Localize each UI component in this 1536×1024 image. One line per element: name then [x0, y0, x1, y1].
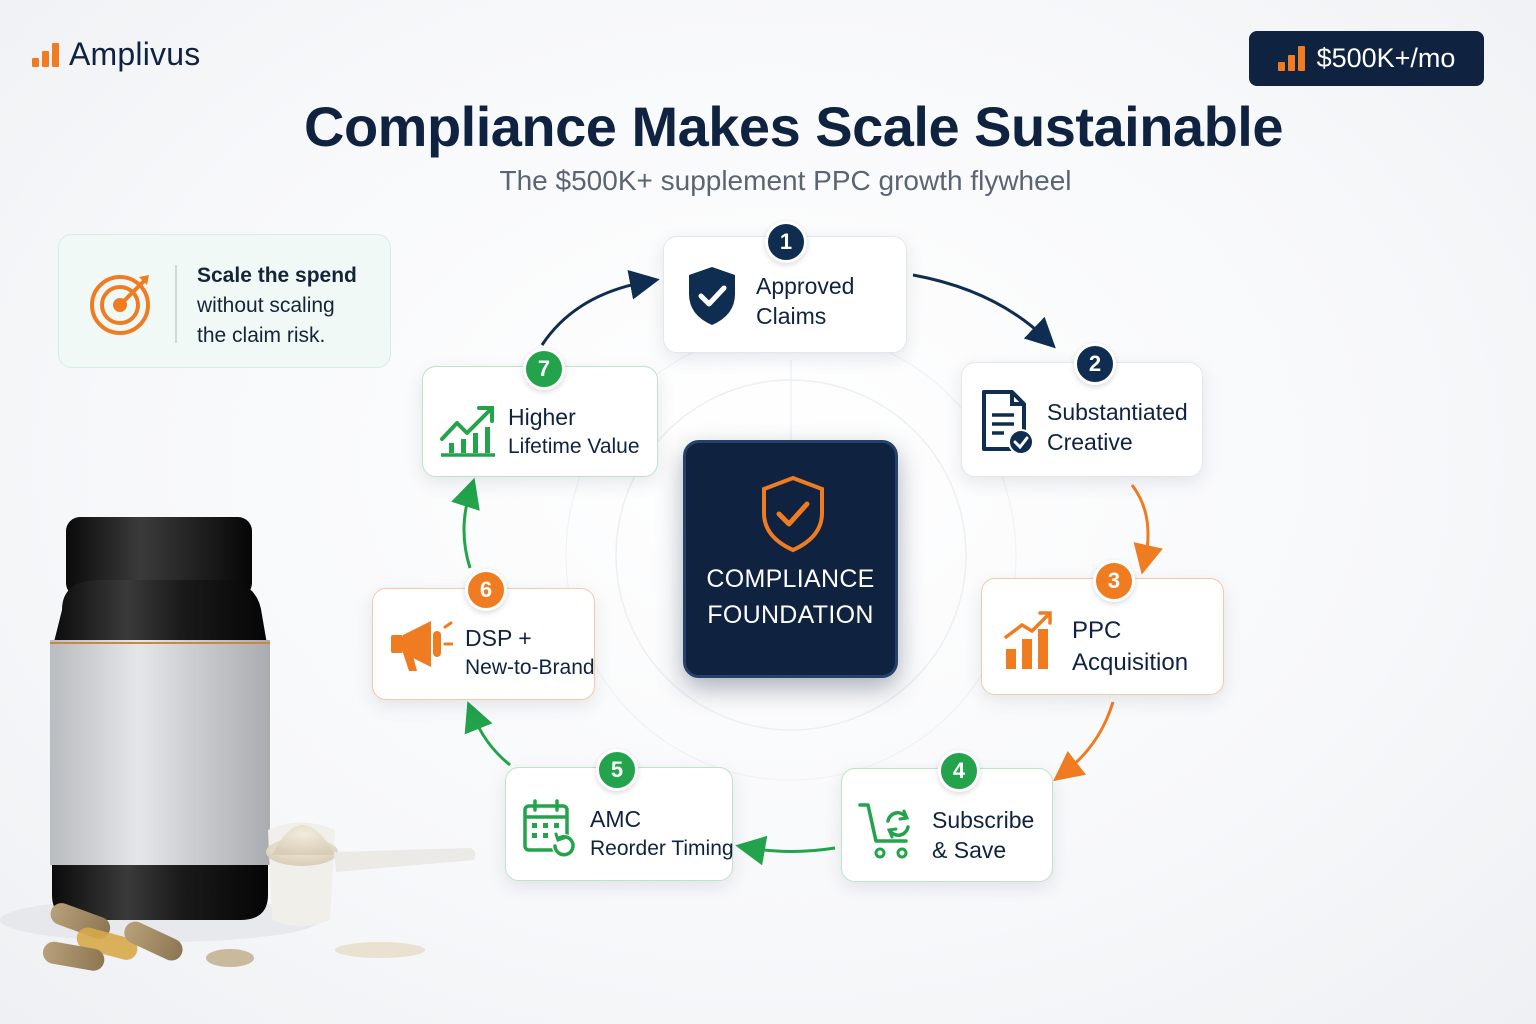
step-3-number: 3	[1093, 560, 1135, 602]
step-6-number: 6	[465, 569, 507, 611]
arrow-7-to-1	[540, 269, 660, 346]
brand-logo[interactable]: Amplivus	[32, 36, 200, 73]
step-5-label: AMC Reorder Timing	[590, 804, 734, 864]
step-1-line-2: Claims	[756, 303, 827, 329]
revenue-badge-label: $500K+/mo	[1316, 43, 1456, 73]
step-1-label: Approved Claims	[756, 271, 854, 331]
step-2-label: Substantiated Creative	[1047, 397, 1188, 457]
arrow-2-to-3	[1130, 484, 1163, 575]
arrow-5-to-6	[464, 701, 511, 767]
step-2-number: 2	[1074, 343, 1116, 385]
step-6-label: DSP + New-to-Brand	[465, 623, 595, 683]
step-5-line-1: AMC	[590, 806, 642, 832]
step-3-line-2: Acquisition	[1072, 649, 1189, 676]
step-4-label: Subscribe & Save	[932, 805, 1034, 865]
target-arrow-icon	[90, 275, 150, 335]
step-4-line-1: Subscribe	[932, 807, 1035, 833]
step-6-line-1: DSP +	[465, 625, 532, 651]
document-check-icon	[982, 390, 1034, 455]
step-7-line-2: Lifetime Value	[508, 435, 640, 458]
callout-text: Scale the spend without scaling the clai…	[197, 261, 387, 351]
arrow-3-to-4	[1053, 701, 1115, 782]
step-3-label: PPC Acquisition	[1072, 615, 1188, 679]
page-title: Compliance Makes Scale Sustainable	[304, 95, 1283, 158]
trend-up-icon	[440, 406, 495, 457]
cart-refresh-icon	[858, 803, 910, 859]
step-4-number: 4	[938, 750, 980, 792]
compliance-foundation-card: COMPLIANCE FOUNDATION	[683, 440, 898, 678]
step-7-line-1: Higher	[508, 404, 576, 430]
callout-line-3: the claim risk.	[197, 324, 326, 347]
compliance-foundation-label: COMPLIANCE FOUNDATION	[686, 561, 895, 633]
bar-chart-icon	[1277, 46, 1305, 71]
step-7-higher-lifetime-value[interactable]: Higher Lifetime Value	[422, 366, 658, 477]
step-6-line-2: New-to-Brand	[465, 656, 595, 679]
callout-divider	[175, 265, 177, 343]
shield-check-icon	[762, 475, 824, 553]
center-line-2: FOUNDATION	[707, 601, 874, 629]
bar-chart-up-icon	[1004, 611, 1052, 669]
supplement-product-illustration	[0, 517, 476, 971]
arrow-1-to-2	[912, 273, 1056, 349]
step-5-line-2: Reorder Timing	[590, 837, 734, 860]
step-1-number: 1	[765, 221, 807, 263]
arrow-6-to-7	[451, 477, 480, 569]
callout-line-2: without scaling	[197, 294, 335, 317]
center-line-1: COMPLIANCE	[706, 565, 875, 593]
step-1-line-1: Approved	[756, 273, 855, 299]
arrow-4-to-5	[735, 835, 836, 866]
brand-name: Amplivus	[69, 36, 201, 72]
step-2-line-1: Substantiated	[1047, 399, 1188, 425]
calendar-refresh-icon	[523, 799, 576, 858]
step-3-line-1: PPC	[1072, 617, 1122, 644]
revenue-badge: $500K+/mo	[1249, 31, 1484, 86]
step-2-line-2: Creative	[1047, 429, 1133, 455]
page-subtitle: The $500K+ supplement PPC growth flywhee…	[499, 165, 1072, 196]
step-7-label: Higher Lifetime Value	[508, 402, 640, 462]
callout-line-1: Scale the spend	[197, 264, 357, 287]
callout-card: Scale the spend without scaling the clai…	[58, 234, 391, 368]
step-7-number: 7	[523, 348, 565, 390]
bar-chart-logo-icon	[32, 42, 59, 67]
megaphone-icon	[391, 621, 453, 671]
step-5-number: 5	[596, 749, 638, 791]
shield-check-icon	[689, 267, 735, 325]
step-4-line-2: & Save	[932, 837, 1007, 863]
